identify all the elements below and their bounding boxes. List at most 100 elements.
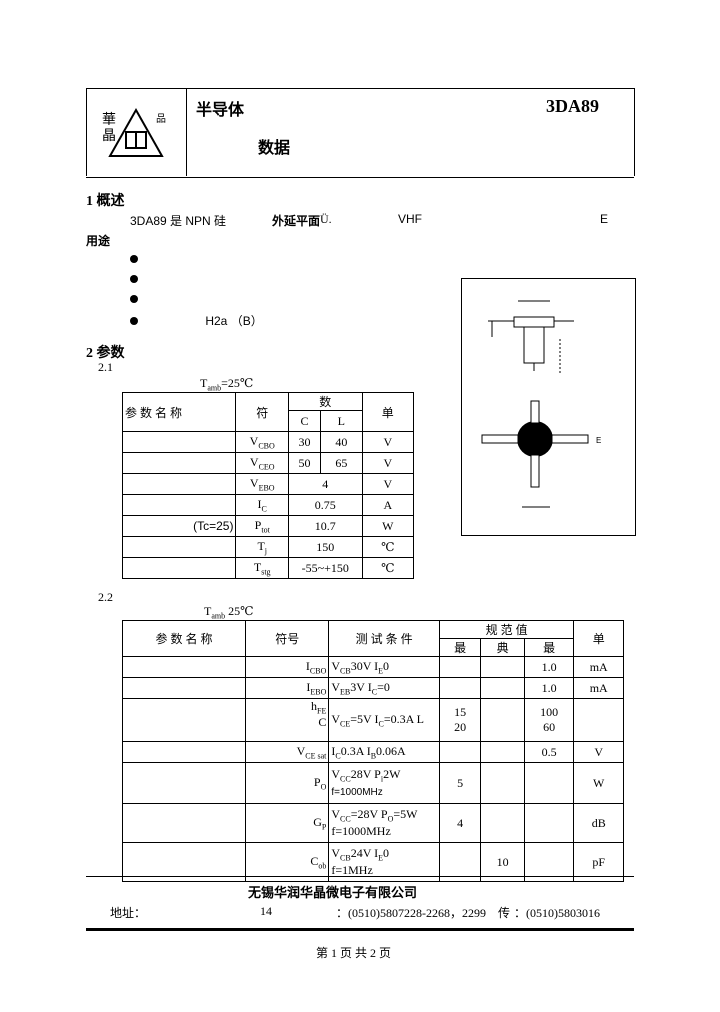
row-name [121,803,247,843]
t2-head-unit: 单 [573,620,624,657]
row-max [523,842,575,882]
table-row: IC 0.75 A [121,494,415,516]
table-row: (Tc=25) Ptot 10.7 W [121,515,415,537]
row-min [438,741,482,763]
package-drawing: E [481,300,601,508]
row-name [121,698,247,742]
row-name [121,494,237,516]
package-code: H2a [205,314,228,328]
row-value-l: 65 [320,452,363,474]
row-cond: VCB30V IE0 [328,656,440,678]
part-number: 3DA89 [546,96,599,116]
svg-text:晶: 晶 [102,129,116,144]
row-value-l: 40 [320,431,363,453]
t2-head-symbol: 符号 [245,620,330,657]
section1-heading: 1 概述 [86,190,125,210]
row-symbol: Cob [245,842,330,882]
row-value: 10.7 [287,515,363,537]
row-symbol: VEBO [235,473,289,495]
section1-title: 概述 [96,194,125,209]
row-value: -55~+150 [287,557,363,579]
sub2-number: 2.2 [98,590,113,604]
t2-sub-max: 最 [523,638,575,657]
row-symbol: Ptot [235,515,289,537]
section1-desc-line1: 3DA89 是 NPN 硅 [130,212,226,229]
row-max: 1.0 [523,677,575,699]
row-unit: W [361,515,415,537]
row-value: 0.75 [287,494,363,516]
section2-number: 2 [86,346,93,361]
table-row: VEBO 4 V [121,473,415,495]
svg-text:華: 華 [102,112,116,128]
electrical-table: 参 数 名 称 符号 测 试 条 件 规 范 值 单 最 典 最 ICBO VC… [121,620,624,882]
header-subtitle: 数据 [258,140,291,157]
row-symbol: VCEO [235,452,289,474]
row-name [121,677,247,699]
row-unit: V [361,473,415,495]
desc-text-e: E [600,212,609,226]
header-box [86,88,634,178]
section2-title: 参数 [96,346,125,361]
row-min [438,677,482,699]
row-unit: mA [573,656,624,678]
sub1-number: 2.1 [98,360,113,374]
t2-sub-min: 最 [438,638,482,657]
t2-head-spec: 规 范 值 [438,620,575,639]
row-name [121,656,247,678]
t1-head-unit: 单 [361,392,415,432]
page-number: 第 1 页 共 2 页 [316,946,392,960]
desc-text-b: 外延平面 [272,214,321,228]
svg-text:E: E [596,436,601,445]
feature-2 [130,272,142,287]
table-row: VCE sat IC0.3A IB0.06A 0.5 V [121,741,624,763]
row-unit: V [361,452,415,474]
t2-head-name: 参 数 名 称 [121,620,247,657]
footer-divider-bottom [86,928,634,931]
sub1-condition: Tamb=25℃ [200,376,253,392]
bullet-icon [130,255,138,263]
bullet-icon [130,275,138,283]
section1-number: 1 [86,194,93,209]
section2-heading: 2 参数 [86,342,125,362]
row-max [523,803,575,843]
hfe-grade-c: C [318,715,327,730]
row-cond: IC0.3A IB0.06A [328,741,440,763]
row-name [121,473,237,495]
table-row: ICBO VCB30V IE0 1.0 mA [121,656,624,678]
row-name [121,431,237,453]
row-min [438,842,482,882]
footer-address-number: 14 [260,904,272,918]
row-value-c: 30 [287,431,322,453]
freq-condition: f=1000MHz [331,823,391,838]
row-symbol: ICBO [245,656,330,678]
feature-4: H2a （B） [130,312,263,329]
row-max: 0.5 [523,741,575,763]
row-cond: VCE=5V IC=0.3A L [328,698,440,742]
row-name [121,762,247,804]
row-max [523,762,575,804]
t1-sub-l: L [320,410,363,432]
row-min: 4 [438,803,482,843]
table-row: Tj 150 ℃ [121,536,415,558]
row-name [121,842,247,882]
row-name [121,452,237,474]
row-typ [480,656,525,678]
table-row: VCBO 30 40 V [121,431,415,453]
desc-text-d: VHF [398,212,422,226]
row-unit: V [361,431,415,453]
row-symbol: IEBO [245,677,330,699]
cond-sub: amb [207,383,222,393]
row-typ [480,698,525,742]
package-outline-figure: E [461,278,636,536]
row-name [121,741,247,763]
svg-text:品: 品 [156,113,166,125]
desc-text-a: 3DA89 是 NPN 硅 [130,214,227,228]
footer-address-label: 地址： [110,906,147,920]
row-unit: A [361,494,415,516]
